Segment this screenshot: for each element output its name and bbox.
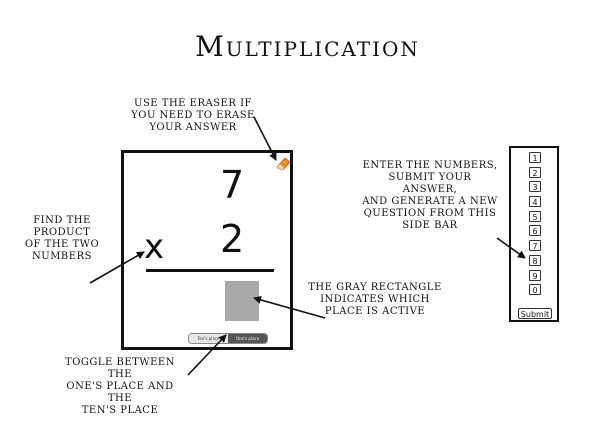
place-toggle[interactable]: Ten's place One's place	[188, 333, 268, 344]
eraser-instruction: Use the eraser if you need to erase your…	[131, 98, 255, 133]
problem-board: 7 x 2 Ten's place One's place	[121, 150, 293, 350]
ones-place-option[interactable]: One's place	[228, 334, 267, 343]
number-button-3[interactable]: 3	[529, 181, 541, 193]
number-button-8[interactable]: 8	[529, 254, 541, 266]
number-button-0[interactable]: 0	[529, 284, 541, 296]
multiplicand-digit: 7	[220, 163, 245, 207]
active-slot-instruction: The gray rectangle indicates which place…	[308, 282, 442, 317]
tens-place-option[interactable]: Ten's place	[189, 334, 228, 343]
product-instruction: Find the product of the two numbers	[24, 215, 100, 262]
sidebar-instruction: Enter the numbers, submit your answer, a…	[362, 160, 498, 231]
number-button-1[interactable]: 1	[529, 152, 541, 163]
active-answer-slot[interactable]	[225, 281, 259, 321]
number-sidebar: 1 2 3 4 5 6 7 8 9 0 Submit	[509, 146, 559, 322]
multiplier-digit: 2	[220, 217, 245, 261]
number-button-4[interactable]: 4	[529, 196, 541, 208]
eraser-icon[interactable]	[274, 155, 292, 171]
page-title: Multiplication	[195, 30, 420, 63]
number-button-6[interactable]: 6	[529, 225, 541, 237]
number-button-9[interactable]: 9	[529, 269, 541, 281]
number-button-7[interactable]: 7	[529, 240, 541, 252]
number-button-list: 1 2 3 4 5 6 7 8 9 0	[529, 152, 543, 299]
submit-button[interactable]: Submit	[518, 308, 552, 319]
toggle-instruction: Toggle between the one's place and the t…	[65, 357, 175, 416]
multiply-operator: x	[144, 227, 165, 267]
answer-line	[146, 269, 274, 272]
number-button-5[interactable]: 5	[529, 210, 541, 222]
number-button-2[interactable]: 2	[529, 166, 541, 178]
